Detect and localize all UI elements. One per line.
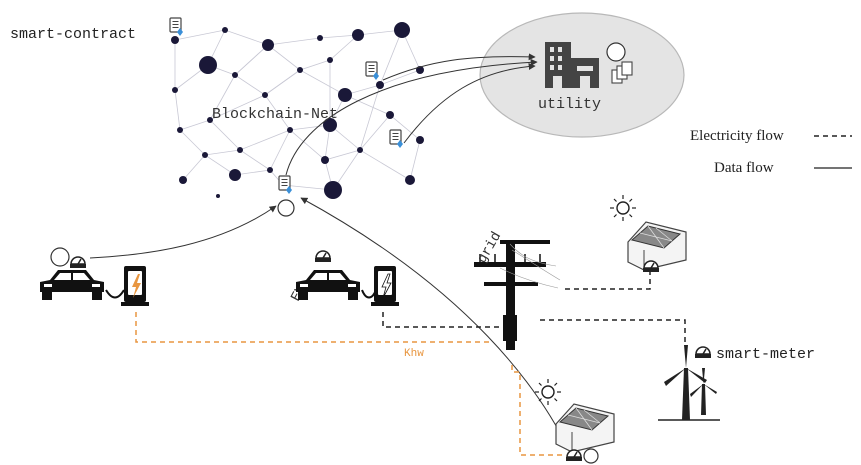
smart-meter-label: smart-meter (716, 346, 815, 363)
legend-electricity-label: Electricity flow (690, 128, 784, 144)
wind-turbine-icon (664, 345, 707, 420)
smart-contract-label: smart-contract (10, 26, 136, 43)
smart-meter-icon (642, 260, 660, 273)
wind-turbines (658, 345, 720, 421)
ev-node-circle (50, 247, 70, 267)
document-stack-icon (611, 61, 633, 84)
smart-meter-icon (565, 449, 583, 462)
solar-house-icon (627, 221, 687, 271)
lightning-icon (132, 274, 141, 298)
document-icon (365, 61, 380, 81)
khw-label: Khw (404, 348, 424, 360)
ev-charging-left (39, 247, 149, 306)
document-icon (278, 175, 293, 195)
legend-data-label: Data flow (714, 160, 774, 176)
sun-icon (534, 378, 562, 406)
power-pole-icon (474, 240, 561, 350)
sun-icon (609, 194, 637, 222)
ev-charging-middle: EV (288, 250, 399, 306)
smart-meter-icon (694, 346, 712, 359)
charging-cable (361, 289, 377, 299)
ev-car-icon (39, 269, 105, 301)
document-icon (389, 129, 404, 149)
solar-house-bottom (534, 378, 615, 464)
blockchain-nodes (171, 22, 424, 199)
utility-label: utility (538, 96, 601, 113)
document-icon (169, 17, 184, 37)
blockchain-net-label: Blockchain-Net (212, 106, 338, 123)
solar-house-icon (555, 403, 615, 453)
smart-meter-icon (69, 256, 87, 269)
charging-cable (105, 289, 125, 299)
grid-label: grid (474, 229, 505, 266)
data-flow-arrows (89, 53, 571, 453)
data-node-circle (277, 199, 295, 217)
utility-node-circle (606, 42, 626, 62)
ev-car-icon (295, 269, 361, 301)
lightning-icon (381, 273, 392, 299)
blockchain-node-icon (171, 36, 179, 44)
smart-meter-icon (314, 250, 332, 263)
wind-turbine-icon (690, 368, 717, 415)
electricity-flow-lines (135, 272, 686, 456)
house-node-circle (583, 448, 599, 464)
solar-house-top (609, 194, 687, 273)
building-icon (545, 42, 599, 88)
